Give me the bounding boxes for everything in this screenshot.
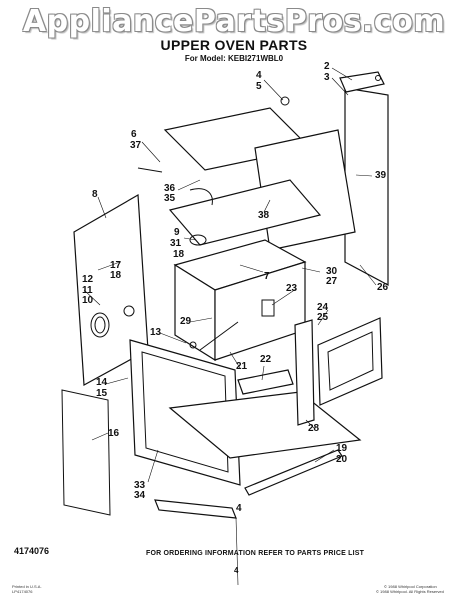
watermark: AppliancePartsPros.com	[22, 4, 446, 39]
copyright-1: © 1988 Whirlpool Corporation	[384, 584, 437, 589]
callout-20: 20	[336, 454, 348, 465]
right-side-panel	[344, 87, 389, 287]
callout-5: 5	[256, 81, 262, 92]
vertical-bracket	[294, 319, 315, 426]
copyright-2: © 1988 Whirlpool. All Rights Reserved	[376, 589, 444, 594]
callout-13: 13	[150, 327, 162, 338]
page-number: 4	[234, 566, 239, 575]
callout-24: 24	[317, 302, 329, 313]
callout-39: 39	[375, 170, 387, 181]
trim-rod	[244, 449, 343, 496]
ordering-note: FOR ORDERING INFORMATION REFER TO PARTS …	[146, 550, 365, 557]
page-title: UPPER OVEN PARTS	[160, 37, 308, 53]
print-code: LP4174076	[12, 589, 33, 594]
callout-4-bottom: 4	[236, 503, 242, 514]
callout-15: 15	[96, 388, 108, 399]
callout-11: 11	[82, 285, 93, 296]
callout-16: 16	[108, 428, 120, 439]
callout-12: 12	[82, 274, 94, 285]
callout-34: 34	[134, 490, 146, 501]
callout-29: 29	[180, 316, 192, 327]
support-rail	[237, 369, 294, 395]
top-bracket	[339, 71, 385, 93]
part-list-code: 4174076	[14, 546, 50, 556]
callout-23: 23	[286, 283, 298, 294]
printed-note: Printed in U.S.A.	[12, 584, 42, 589]
leader-lines	[83, 67, 377, 586]
callout-18-a: 18	[173, 249, 185, 260]
callout-30: 30	[326, 266, 338, 277]
callout-35: 35	[164, 193, 176, 204]
callout-36: 36	[164, 183, 176, 194]
callout-22: 22	[260, 354, 272, 365]
callout-7: 7	[264, 271, 270, 282]
callout-2: 2	[324, 61, 330, 72]
callout-8: 8	[92, 189, 98, 200]
callout-3: 3	[324, 72, 330, 83]
callout-26: 26	[377, 282, 389, 293]
bottom-trim	[154, 499, 237, 519]
model-line: For Model: KEBI271WBL0	[184, 54, 284, 63]
callout-37: 37	[130, 140, 142, 151]
callout-33: 33	[134, 480, 146, 491]
callout-31: 31	[170, 238, 182, 249]
insulation-top	[168, 179, 322, 246]
callout-19: 19	[336, 443, 348, 454]
door-gasket	[61, 389, 111, 516]
callout-4: 4	[256, 70, 262, 81]
side-bracket	[317, 317, 383, 406]
callout-17: 17	[110, 260, 122, 271]
callout-6: 6	[131, 129, 137, 140]
callout-21: 21	[236, 361, 248, 372]
callout-18-b: 18	[110, 270, 122, 281]
callout-38: 38	[258, 210, 270, 221]
callout-9: 9	[174, 227, 180, 238]
callout-25: 25	[317, 312, 329, 323]
callout-10: 10	[82, 295, 94, 306]
callout-27: 27	[326, 276, 338, 287]
callout-14: 14	[96, 377, 108, 388]
callout-28: 28	[308, 423, 320, 434]
